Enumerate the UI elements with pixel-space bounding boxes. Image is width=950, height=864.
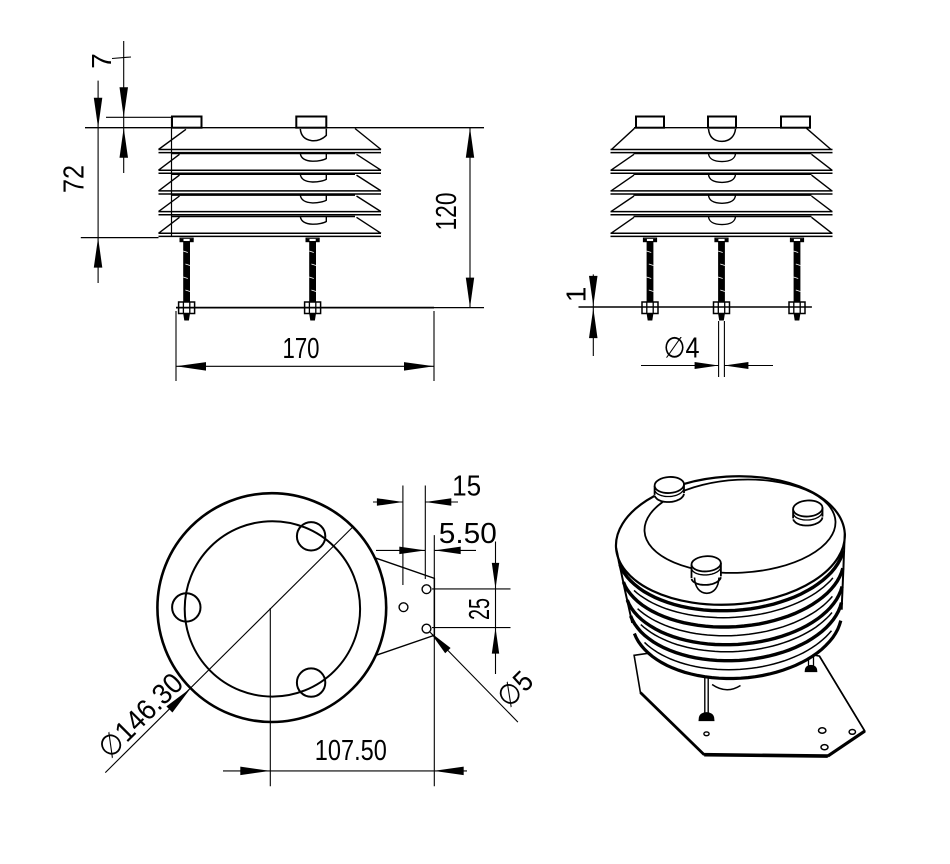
svg-text:120: 120 [431, 193, 463, 231]
svg-text:72: 72 [59, 165, 91, 193]
svg-text:15: 15 [452, 471, 481, 503]
svg-text:7: 7 [86, 53, 117, 69]
svg-text:25: 25 [464, 598, 496, 620]
svg-text:∅4: ∅4 [664, 333, 700, 365]
svg-text:1: 1 [561, 287, 592, 303]
svg-text:107.50: 107.50 [315, 735, 387, 767]
svg-text:5.50: 5.50 [439, 518, 497, 550]
svg-text:170: 170 [283, 333, 320, 365]
